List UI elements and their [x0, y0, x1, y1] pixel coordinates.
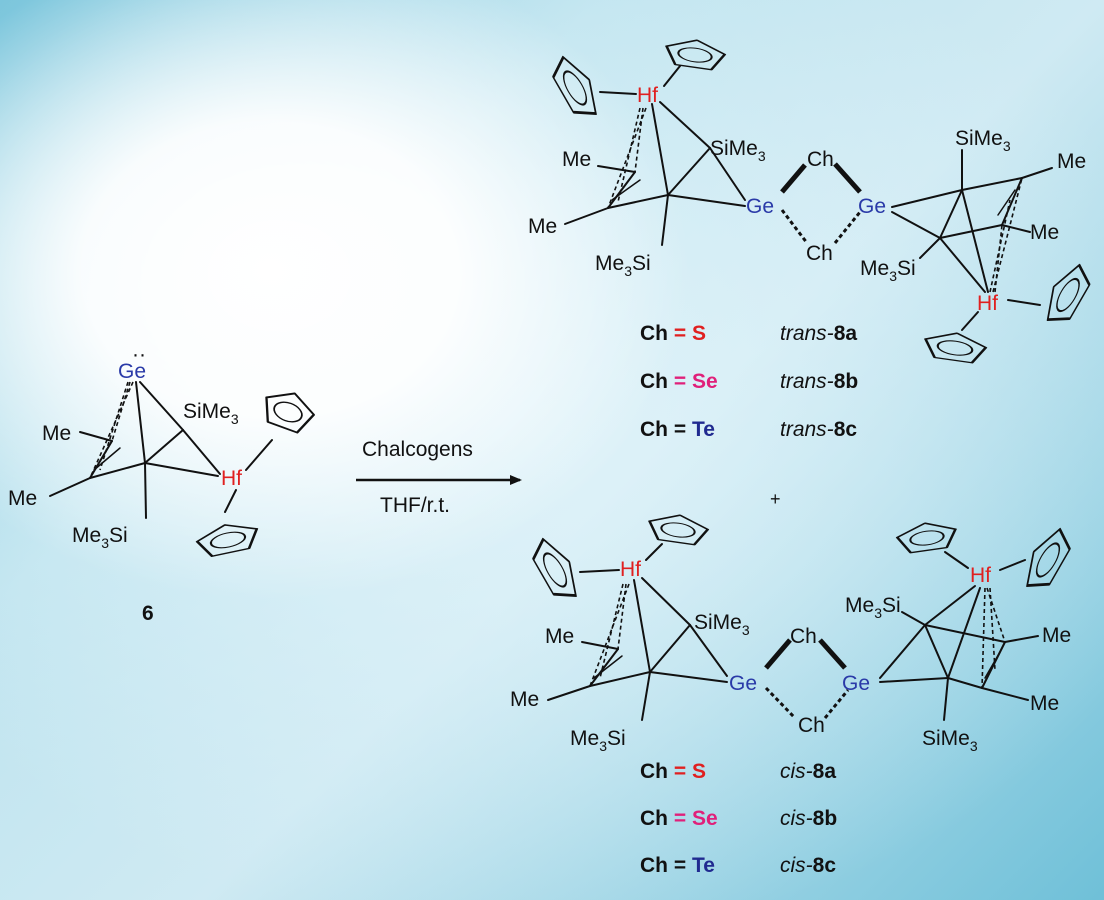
ge-atom: Ge	[729, 672, 757, 695]
equals-sign: =	[673, 807, 687, 830]
me-label: Me	[562, 148, 591, 171]
compound-name: trans-8a	[780, 322, 858, 345]
me-label: Me	[42, 422, 71, 445]
ch-label: Ch	[806, 242, 833, 265]
hf-atom: Hf	[620, 558, 641, 581]
me3si-label: Me3Si	[72, 524, 128, 551]
sime3-label: SiMe3	[183, 400, 239, 427]
element-symbol: S	[691, 760, 706, 783]
ge-atom: Ge	[858, 195, 886, 218]
ch-text: Ch	[640, 322, 668, 345]
ch-label: Ch	[798, 714, 825, 737]
ch-text: Ch	[640, 854, 668, 877]
ge-atom: Ge	[118, 360, 146, 383]
compound-name: trans-8b	[780, 370, 859, 393]
me-label: Me	[1030, 692, 1059, 715]
me-label: Me	[8, 487, 37, 510]
element-symbol: Se	[691, 370, 718, 393]
ch-label: Ch	[807, 148, 834, 171]
equals-sign: =	[673, 370, 687, 393]
trans-8-structure: Hf Me Me SiMe3 Me3Si Ge Ch Ch Ge SiMe3 M…	[528, 34, 1097, 366]
me-label: Me	[1042, 624, 1071, 647]
cis-8-structure: Hf Me Me SiMe3 Me3Si Ge Ch Ch Ge Hf Me3S	[510, 509, 1078, 754]
me-label: Me	[510, 688, 539, 711]
ch-text: Ch	[640, 807, 668, 830]
hf-atom: Hf	[970, 564, 991, 587]
equals-sign: =	[673, 322, 687, 345]
element-symbol: Te	[691, 854, 715, 877]
equals-sign: =	[673, 854, 687, 877]
legend-row: Ch = S trans-8a	[640, 322, 857, 346]
me-label: Me	[528, 215, 557, 238]
compound-name: cis-8b	[780, 807, 838, 830]
legend-row: Ch = Te trans-8c	[640, 418, 857, 442]
ge-atom: Ge	[746, 195, 774, 218]
sime3-label: SiMe3	[955, 127, 1011, 154]
compound-name: trans-8c	[780, 418, 858, 441]
compound-6-label: 6	[142, 602, 154, 625]
element-symbol: Te	[691, 418, 715, 441]
me3si-label: Me3Si	[860, 257, 916, 284]
hf-atom: Hf	[977, 292, 998, 315]
ch-label: Ch	[790, 625, 817, 648]
ch-text: Ch	[640, 370, 668, 393]
compound-name: cis-8a	[780, 760, 837, 783]
ch-text: Ch	[640, 418, 668, 441]
ge-atom: Ge	[842, 672, 870, 695]
me-label: Me	[545, 625, 574, 648]
me3si-label: Me3Si	[595, 252, 651, 279]
hf-atom: Hf	[221, 467, 242, 490]
element-symbol: S	[691, 322, 706, 345]
sime3-label: SiMe3	[922, 727, 978, 754]
reagent-label: Chalcogens	[362, 438, 473, 461]
equals-sign: =	[673, 418, 687, 441]
legend-row: Ch = Se cis-8b	[640, 807, 837, 831]
legend-row: Ch = Te cis-8c	[640, 854, 836, 878]
conditions-label: THF/r.t.	[380, 494, 450, 517]
me-label: Me	[1057, 150, 1086, 173]
me3si-label: Me3Si	[845, 594, 901, 621]
me3si-label: Me3Si	[570, 727, 626, 754]
sime3-label: SiMe3	[694, 611, 750, 638]
ch-text: Ch	[640, 760, 668, 783]
lone-pair: ··	[132, 343, 146, 366]
legend-row: Ch = S cis-8a	[640, 760, 836, 784]
element-symbol: Se	[691, 807, 718, 830]
equals-sign: =	[673, 760, 687, 783]
legend-row: Ch = Se trans-8b	[640, 370, 858, 394]
hf-atom: Hf	[637, 84, 658, 107]
sime3-label: SiMe3	[710, 137, 766, 164]
compound-name: cis-8c	[780, 854, 837, 877]
compound-6-structure: ·· Ge Me Me SiMe3 Me3Si Hf	[8, 343, 320, 561]
me-label: Me	[1030, 221, 1059, 244]
plus-sign: +	[770, 489, 781, 509]
